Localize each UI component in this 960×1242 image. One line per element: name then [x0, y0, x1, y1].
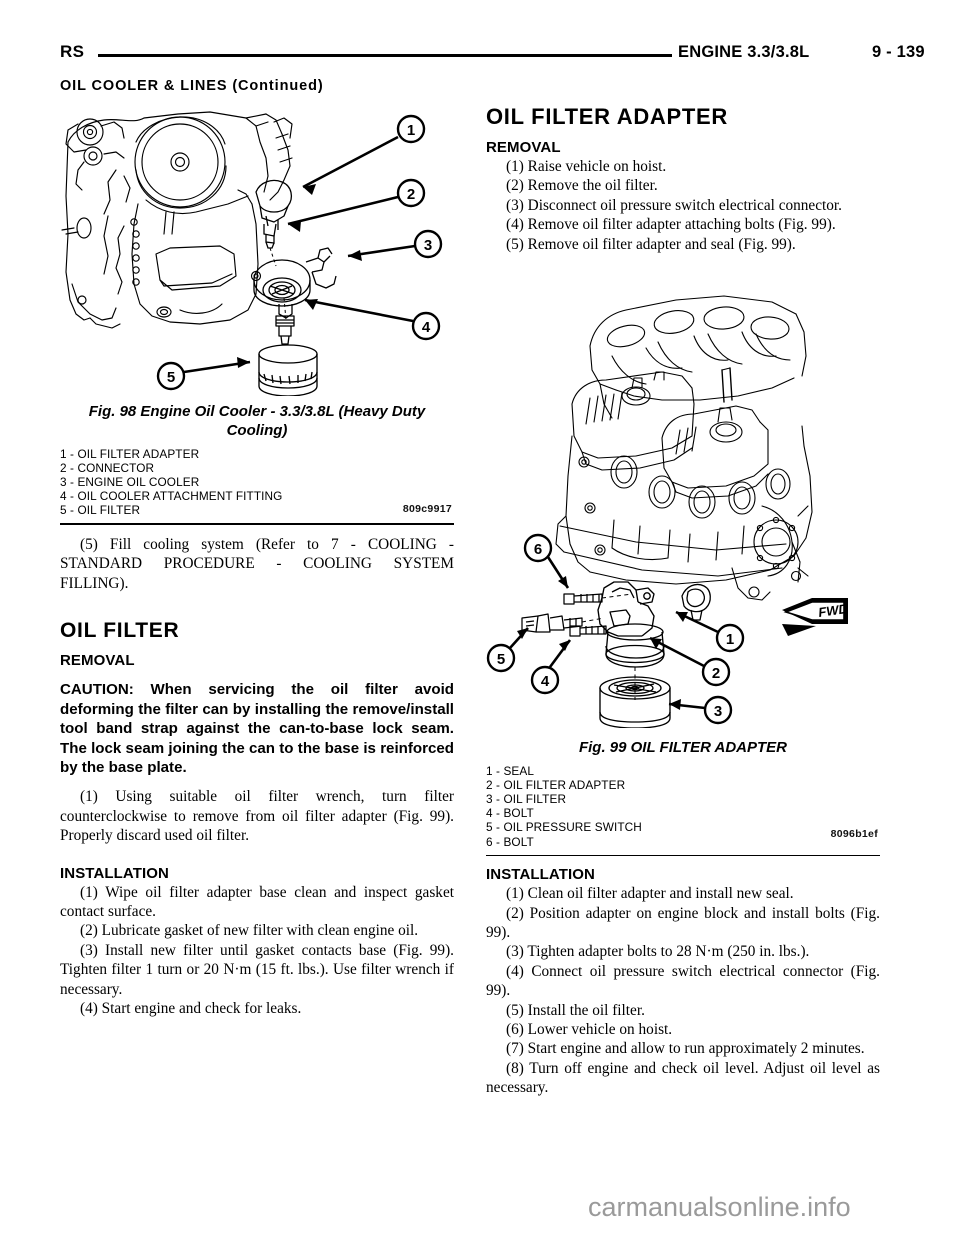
- page-header: RS ENGINE 3.3/3.8L 9 - 139: [60, 42, 925, 68]
- watermark: carmanualsonline.info: [588, 1192, 851, 1222]
- figure-99-divider: [486, 854, 880, 857]
- svg-text:FWD: FWD: [817, 601, 849, 620]
- figure-99-caption: Fig. 99 OIL FILTER ADAPTER: [578, 739, 788, 757]
- legend-item: 3 - ENGINE OIL COOLER: [60, 475, 200, 490]
- legend-item: 1 - OIL FILTER ADAPTER: [60, 447, 200, 461]
- legend-item: 2 - CONNECTOR: [60, 461, 155, 476]
- adapter-installation-step-1: (1) Clean oil filter adapter and install…: [506, 885, 794, 903]
- figure-98: 1 2 3: [60, 104, 454, 526]
- oil-filter-adapter-heading: OIL FILTER ADAPTER: [486, 104, 728, 129]
- oil-filter-installation-step-1: (1) Wipe oil filter adapter base clean a…: [60, 883, 454, 920]
- adapter-installation-step-5: (5) Install the oil filter.: [506, 1001, 645, 1019]
- callout-4: 4: [304, 298, 441, 341]
- oil-filter-removal-heading: REMOVAL: [60, 652, 135, 670]
- callout-3: 3: [347, 229, 443, 261]
- adapter-installation-heading: INSTALLATION: [486, 866, 595, 884]
- manual-code: RS: [60, 42, 85, 61]
- figure-98-illustration: 1 2 3: [61, 111, 443, 396]
- callout-6: 6: [523, 533, 570, 589]
- oil-filter-installation-step-3: (3) Install new filter until gasket cont…: [60, 941, 454, 998]
- svg-text:2: 2: [712, 665, 720, 682]
- callout-1: 1: [675, 610, 745, 653]
- svg-text:1: 1: [726, 631, 734, 648]
- legend-item: 5 - OIL FILTER: [60, 503, 141, 518]
- figure-98-image-code: 809c9917: [402, 503, 452, 516]
- svg-text:5: 5: [497, 651, 505, 668]
- callout-4: 4: [530, 639, 572, 695]
- adapter-removal-step-3: (3) Disconnect oil pressure switch elect…: [506, 196, 842, 214]
- svg-text:3: 3: [424, 237, 432, 254]
- adapter-removal-step-1: (1) Raise vehicle on hoist.: [506, 158, 667, 175]
- figure-99: FWD 6 5: [486, 276, 880, 857]
- oil-filter-heading: OIL FILTER: [60, 619, 180, 643]
- section-title: ENGINE 3.3/3.8L: [678, 43, 810, 61]
- oil-filter-installation-step-4: (4) Start engine and check for leaks.: [80, 999, 302, 1017]
- adapter-removal-step-5: (5) Remove oil filter adapter and seal (…: [506, 235, 796, 253]
- adapter-installation-step-3: (3) Tighten adapter bolts to 28 N·m (250…: [506, 943, 810, 961]
- left-column: 1 2 3: [60, 104, 454, 1018]
- svg-text:2: 2: [407, 186, 415, 203]
- svg-text:1: 1: [407, 122, 415, 139]
- legend-item: 3 - OIL FILTER: [486, 792, 567, 807]
- legend-item: 5 - OIL PRESSURE SWITCH: [486, 820, 642, 835]
- adapter-removal-step-4: (4) Remove oil filter adapter attaching …: [506, 216, 836, 234]
- callout-5: 5: [486, 627, 529, 673]
- oil-filter-installation-heading: INSTALLATION: [60, 864, 169, 882]
- callout-2: 2: [287, 178, 426, 232]
- adapter-installation-step-6: (6) Lower vehicle on hoist.: [506, 1021, 673, 1039]
- legend-item: 2 - OIL FILTER ADAPTER: [486, 778, 626, 793]
- adapter-installation-step-4: (4) Connect oil pressure switch electric…: [486, 962, 880, 1000]
- legend-item: 1 - SEAL: [486, 764, 535, 779]
- legend-item: 4 - BOLT: [486, 806, 534, 821]
- callout-1: 1: [302, 114, 426, 195]
- figure-98-divider: [60, 523, 454, 526]
- callout-3: 3: [668, 695, 733, 725]
- cooling-fill-step: (5) Fill cooling system (Refer to 7 - CO…: [60, 536, 454, 592]
- callout-5: 5: [156, 357, 251, 391]
- svg-text:5: 5: [167, 369, 175, 386]
- fwd-arrow-icon: FWD: [782, 598, 849, 637]
- adapter-installation-step-8: (8) Turn off engine and check oil level.…: [486, 1059, 880, 1097]
- adapter-installation-step-2: (2) Position adapter on engine block and…: [486, 904, 880, 941]
- figure-98-caption-line2: Cooling): [226, 422, 288, 439]
- svg-text:6: 6: [534, 541, 542, 558]
- oil-filter-removal-step-1: (1) Using suitable oil filter wrench, tu…: [60, 788, 454, 845]
- caution-text: CAUTION: When servicing the oil filter a…: [60, 681, 454, 776]
- legend-item: 4 - OIL COOLER ATTACHMENT FITTING: [60, 489, 283, 504]
- svg-text:4: 4: [422, 319, 431, 336]
- svg-text:4: 4: [541, 673, 550, 690]
- right-column: OIL FILTER ADAPTER REMOVAL (1) Raise veh…: [486, 104, 880, 1098]
- adapter-installation-step-7: (7) Start engine and allow to run approx…: [506, 1040, 865, 1058]
- figure-98-caption-line1: Fig. 98 Engine Oil Cooler - 3.3/3.8L (He…: [88, 403, 426, 420]
- legend-item: 6 - BOLT: [486, 834, 534, 849]
- continued-heading: OIL COOLER & LINES (Continued): [60, 78, 324, 94]
- page-number: 9 - 139: [872, 43, 925, 61]
- figure-98-legend: 1 - OIL FILTER ADAPTER 2 - CONNECTOR 3 -…: [60, 447, 454, 517]
- svg-text:3: 3: [714, 703, 722, 720]
- figure-98-caption: Fig. 98 Engine Oil Cooler - 3.3/3.8L (He…: [60, 402, 454, 440]
- adapter-removal-heading: REMOVAL: [486, 139, 561, 156]
- header-rule: [98, 54, 672, 57]
- callout-2: 2: [649, 636, 731, 687]
- figure-99-illustration: FWD 6 5: [486, 295, 849, 729]
- figure-99-image-code: 8096b1ef: [830, 828, 878, 841]
- oil-filter-installation-step-2: (2) Lubricate gasket of new filter with …: [80, 922, 419, 940]
- figure-99-legend: 1 - SEAL 2 - OIL FILTER ADAPTER 3 - OIL …: [486, 764, 880, 849]
- adapter-removal-step-2: (2) Remove the oil filter.: [506, 177, 658, 195]
